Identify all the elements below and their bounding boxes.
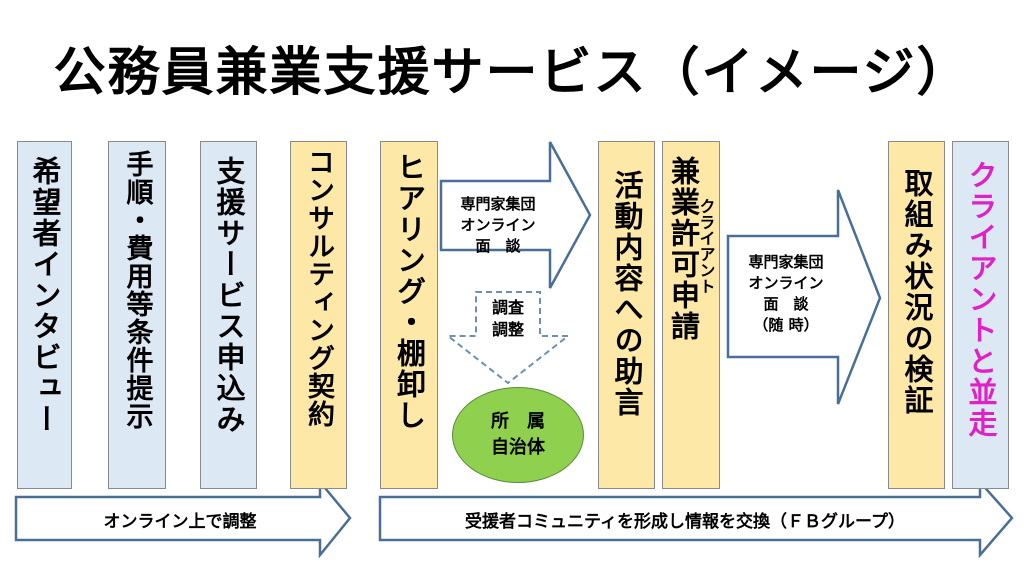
step-permit-label: 兼業許可申請 — [666, 156, 701, 342]
online-coordination-label: オンライン上で調整 — [103, 512, 257, 532]
step-advice: 活動内容への助言 — [598, 141, 655, 489]
step-accompany: クライアントと並走 — [952, 141, 1009, 489]
step-review-label: 取組み状況の検証 — [900, 168, 934, 416]
step-consulting: コンサルティング契約 — [290, 141, 347, 489]
step-interview: 希望者インタビュー — [17, 141, 72, 489]
expert-meeting-label-2: 専門家集団 オンライン 面 談 （随 時） — [748, 253, 824, 334]
step-procedure-label: 手順・費用等条件提示 — [121, 150, 153, 430]
step-consulting-label: コンサルティング契約 — [303, 148, 334, 428]
coordination-label: 調査 調整 — [491, 298, 524, 339]
step-hearing-label: ヒアリング・棚卸し — [392, 152, 427, 431]
online-coordination-arrow — [14, 478, 352, 559]
step-permit: クライアント 兼業許可申請 — [662, 141, 720, 489]
community-label: 受援者コミュニティを形成し情報を交換（ＦＢグループ） — [465, 512, 905, 532]
step-application: 支援サービス申込み — [200, 141, 257, 489]
expert-meeting-arrow-1 — [439, 141, 592, 289]
step-permit-prefix: クライアント — [696, 198, 716, 294]
coordination-down-arrow — [445, 291, 571, 385]
page-title: 公務員兼業支援サービス（イメージ） — [53, 43, 971, 103]
community-arrow — [378, 478, 1014, 559]
step-review: 取組み状況の検証 — [888, 141, 945, 489]
step-procedure: 手順・費用等条件提示 — [108, 141, 166, 489]
expert-meeting-label-1: 専門家集団 オンライン 面 談 — [460, 195, 536, 255]
expert-meeting-arrow-2 — [726, 189, 882, 405]
step-accompany-label: クライアントと並走 — [964, 160, 998, 439]
step-hearing: ヒアリング・棚卸し — [380, 141, 438, 489]
step-application-label: 支援サービス申込み — [212, 156, 246, 435]
municipality-ellipse: 所 属 自治体 — [452, 387, 584, 483]
step-interview-label: 希望者インタビュー — [28, 156, 62, 435]
step-advice-label: 活動内容への助言 — [610, 170, 644, 418]
